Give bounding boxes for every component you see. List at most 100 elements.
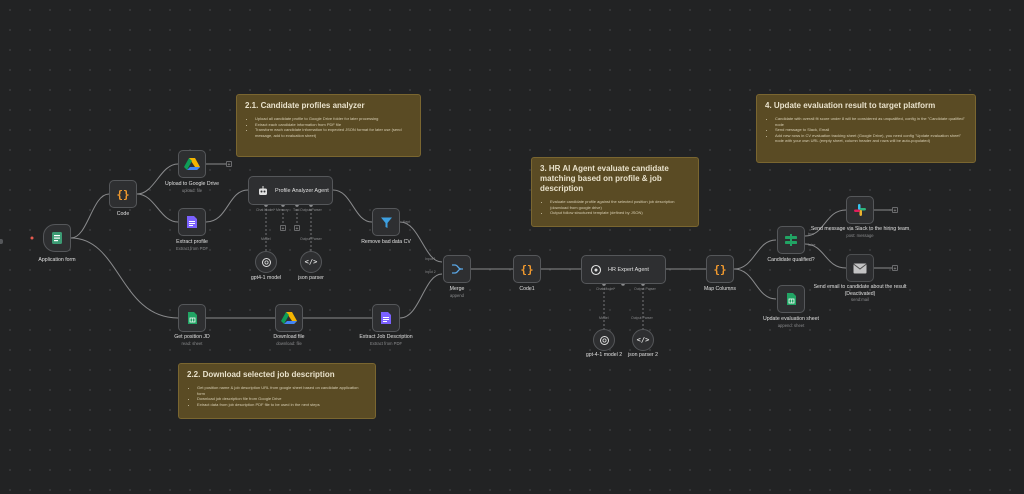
- port-label-model: Model: [599, 316, 609, 320]
- email-icon: [853, 263, 867, 274]
- node-code1[interactable]: {}: [513, 255, 541, 283]
- google-sheets-icon: [187, 311, 198, 325]
- node-label: Code1: [519, 286, 535, 292]
- port-label-parser: Output Parser: [300, 237, 322, 241]
- form-icon: [50, 231, 64, 245]
- note-item: Evaluate candidate profile against the s…: [550, 199, 690, 210]
- node-send-email[interactable]: [846, 254, 874, 282]
- node-subtitle: download: file: [276, 340, 302, 346]
- wire-extractjd-merge: [399, 273, 443, 319]
- port-kept: Kept: [403, 220, 411, 224]
- node-remove-bad-data-cv[interactable]: [372, 208, 400, 236]
- node-subtitle: Extract from PDF: [369, 340, 403, 346]
- node-json-parser[interactable]: </>: [300, 251, 322, 273]
- node-candidate-qualified[interactable]: [777, 226, 805, 254]
- add-node-button[interactable]: +: [226, 161, 232, 168]
- note-hr-agent[interactable]: 3. HR AI Agent evaluate candidate matchi…: [531, 157, 699, 227]
- port-chat-model: Chat Model*: [596, 287, 616, 291]
- add-node-button[interactable]: +: [892, 265, 898, 272]
- node-subtitle: post: message: [846, 232, 874, 238]
- node-extract-profile[interactable]: [178, 208, 206, 236]
- node-application-form[interactable]: [43, 224, 71, 252]
- code-tag-icon: </>: [304, 258, 318, 266]
- add-node-button[interactable]: +: [892, 207, 898, 214]
- node-label: json parser: [298, 275, 324, 281]
- node-subtitle: upload: file: [181, 187, 203, 193]
- node-subtitle: read: sheet: [181, 340, 203, 346]
- port-input-2: Input 2: [425, 270, 436, 274]
- node-title: Send message via Slack to the hiring tea…: [810, 226, 910, 232]
- node-hr-expert-agent[interactable]: HR Expert Agent: [581, 255, 666, 284]
- braces-icon: {}: [713, 262, 727, 276]
- node-subtitle: send:mail: [851, 297, 869, 302]
- canvas-edge-handle[interactable]: [0, 239, 3, 244]
- braces-icon: {}: [116, 187, 130, 201]
- wire-form-code: [70, 193, 110, 239]
- port-input-1: Input 1: [425, 257, 436, 261]
- node-profile-analyzer-agent[interactable]: Profile Analyzer Agent: [248, 176, 333, 205]
- port-label-model: Model: [261, 237, 271, 241]
- wire-agent-filter: [332, 189, 373, 223]
- openai-icon: [599, 335, 610, 346]
- node-label: json parser 2: [628, 352, 658, 358]
- add-memory-button[interactable]: +: [280, 225, 286, 232]
- note-item: Candidate with overall fit score under 8…: [775, 116, 967, 127]
- note-item: Add new rows in CV evaluation tracking s…: [775, 133, 967, 144]
- node-download-file[interactable]: [275, 304, 303, 332]
- node-map-columns[interactable]: {}: [706, 255, 734, 283]
- node-json-parser-2[interactable]: </>: [632, 329, 654, 351]
- node-merge[interactable]: [443, 255, 471, 283]
- wire-map-update: [733, 268, 777, 300]
- node-upload-google-drive[interactable]: [178, 150, 206, 178]
- google-drive-icon: [281, 311, 297, 325]
- node-label: Remove bad data CV: [361, 239, 411, 245]
- node-subtitle: Extract from PDF: [175, 245, 209, 251]
- node-title: HR Expert Agent: [608, 266, 649, 273]
- note-download-jd[interactable]: 2.2. Download selected job description G…: [178, 363, 376, 419]
- node-title: Merge: [449, 286, 465, 292]
- node-get-position-jd[interactable]: [178, 304, 206, 332]
- google-sheets-icon: [786, 292, 797, 306]
- robot-icon: [257, 185, 269, 197]
- add-tool-button[interactable]: +: [294, 225, 300, 232]
- node-subtitle: append: [450, 292, 464, 298]
- node-gpt4-1-model[interactable]: [255, 251, 277, 273]
- file-extract-icon: [380, 311, 392, 325]
- node-label: Send email to candidate about the result…: [805, 284, 915, 304]
- filter-icon: [380, 216, 393, 229]
- node-extract-job-description[interactable]: [372, 304, 400, 332]
- node-label: Application form: [38, 257, 76, 263]
- node-label: gpt-4-1 model 2: [585, 352, 623, 358]
- note-item: Send message to Slack, Email: [775, 127, 967, 133]
- note-title: 2.1. Candidate profiles analyzer: [245, 101, 365, 110]
- node-title: Extract profile: [176, 239, 208, 245]
- node-send-slack[interactable]: [846, 196, 874, 224]
- node-code[interactable]: {}: [109, 180, 137, 208]
- if-icon: [784, 234, 798, 246]
- port-memory: Memory: [276, 208, 289, 212]
- note-item: Upload all candidate profile to Google D…: [255, 116, 412, 122]
- note-item: Transform each candidate information to …: [255, 127, 412, 138]
- node-subtitle: append: sheet: [777, 322, 805, 328]
- wire-filter-merge: [399, 221, 443, 263]
- wire-code-extract: [136, 193, 179, 223]
- note-candidate-profiles[interactable]: 2.1. Candidate profiles analyzer Upload …: [236, 94, 421, 157]
- port-tool: Tool: [293, 208, 300, 212]
- agent-icon: [590, 264, 602, 276]
- wire-true-slack: [804, 209, 847, 237]
- node-title: Download file: [273, 334, 305, 340]
- node-title: Upload to Google Drive: [165, 181, 219, 187]
- node-gpt4-1-model-2[interactable]: [593, 329, 615, 351]
- note-update-result[interactable]: 4. Update evaluation result to target pl…: [756, 94, 976, 163]
- port-chat-model: Chat Model*: [256, 208, 276, 212]
- note-title: 4. Update evaluation result to target pl…: [765, 101, 936, 110]
- node-label: Candidate qualified?: [767, 257, 815, 263]
- node-update-evaluation-sheet[interactable]: [777, 285, 805, 313]
- note-item: Output follow structured template (defin…: [550, 210, 690, 216]
- port-false: false: [808, 243, 816, 247]
- node-label: Code: [116, 211, 130, 217]
